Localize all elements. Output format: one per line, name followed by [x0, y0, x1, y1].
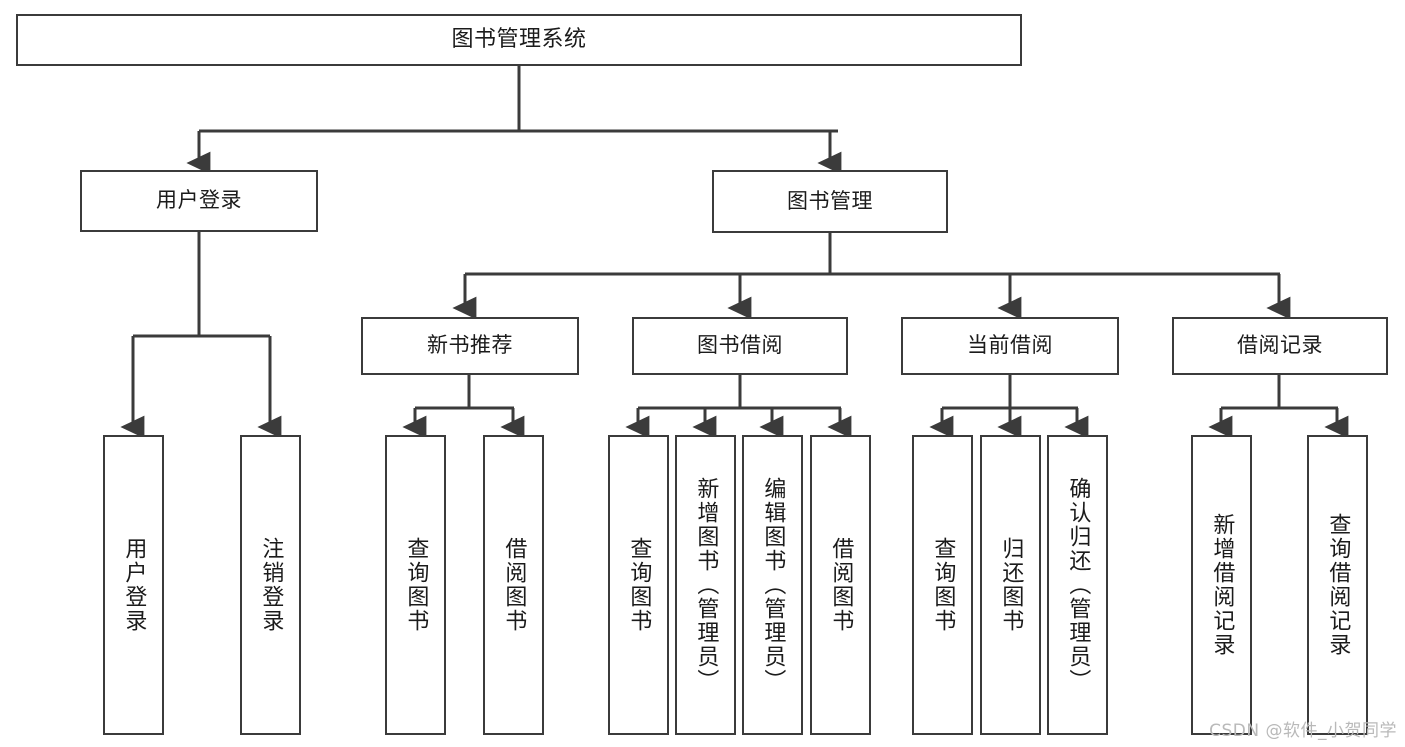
node-label: 用户登录 — [121, 537, 147, 633]
node-leaf-user-login[interactable]: 用户登录 — [103, 435, 164, 735]
node-book-borrow[interactable]: 图书借阅 — [632, 317, 848, 375]
node-label: 当前借阅 — [967, 333, 1053, 358]
node-label: 借阅图书 — [828, 537, 854, 633]
node-label: 编辑图书（管理员） — [760, 477, 786, 693]
node-label: 图书管理系统 — [451, 26, 587, 52]
node-root-book-management-system[interactable]: 图书管理系统 — [16, 14, 1022, 66]
node-label: 确认归还（管理员） — [1065, 477, 1091, 693]
node-leaf-query-book-c[interactable]: 查询图书 — [912, 435, 973, 735]
node-label: 借阅图书 — [501, 537, 527, 633]
node-label: 注销登录 — [258, 537, 284, 633]
node-label: 新增图书（管理员） — [693, 477, 719, 693]
node-label: 图书借阅 — [697, 333, 783, 358]
node-leaf-query-book-b[interactable]: 查询图书 — [608, 435, 669, 735]
node-book-management[interactable]: 图书管理 — [712, 170, 948, 233]
node-leaf-add-borrow-record[interactable]: 新增借阅记录 — [1191, 435, 1252, 735]
node-user-login[interactable]: 用户登录 — [80, 170, 318, 232]
node-new-book-recommendation[interactable]: 新书推荐 — [361, 317, 579, 375]
node-label: 查询借阅记录 — [1325, 513, 1351, 657]
node-leaf-borrow-book-a[interactable]: 借阅图书 — [483, 435, 544, 735]
node-leaf-query-borrow-record[interactable]: 查询借阅记录 — [1307, 435, 1368, 735]
node-leaf-add-book[interactable]: 新增图书（管理员） — [675, 435, 736, 735]
node-current-borrow[interactable]: 当前借阅 — [901, 317, 1119, 375]
csdn-watermark: CSDN @软件_小贺同学 — [1209, 721, 1397, 741]
node-label: 用户登录 — [156, 188, 242, 213]
node-leaf-return-book[interactable]: 归还图书 — [980, 435, 1041, 735]
node-label: 查询图书 — [403, 537, 429, 633]
node-label: 查询图书 — [626, 537, 652, 633]
node-leaf-confirm-return[interactable]: 确认归还（管理员） — [1047, 435, 1108, 735]
node-leaf-query-book-a[interactable]: 查询图书 — [385, 435, 446, 735]
node-label: 图书管理 — [787, 188, 873, 213]
node-label: 新增借阅记录 — [1209, 513, 1235, 657]
node-leaf-borrow-book-b[interactable]: 借阅图书 — [810, 435, 871, 735]
node-label: 归还图书 — [998, 537, 1024, 633]
node-label: 新书推荐 — [427, 333, 513, 358]
node-leaf-logout[interactable]: 注销登录 — [240, 435, 301, 735]
node-label: 借阅记录 — [1237, 333, 1323, 358]
node-label: 查询图书 — [930, 537, 956, 633]
node-leaf-edit-book[interactable]: 编辑图书（管理员） — [742, 435, 803, 735]
node-borrow-record[interactable]: 借阅记录 — [1172, 317, 1388, 375]
